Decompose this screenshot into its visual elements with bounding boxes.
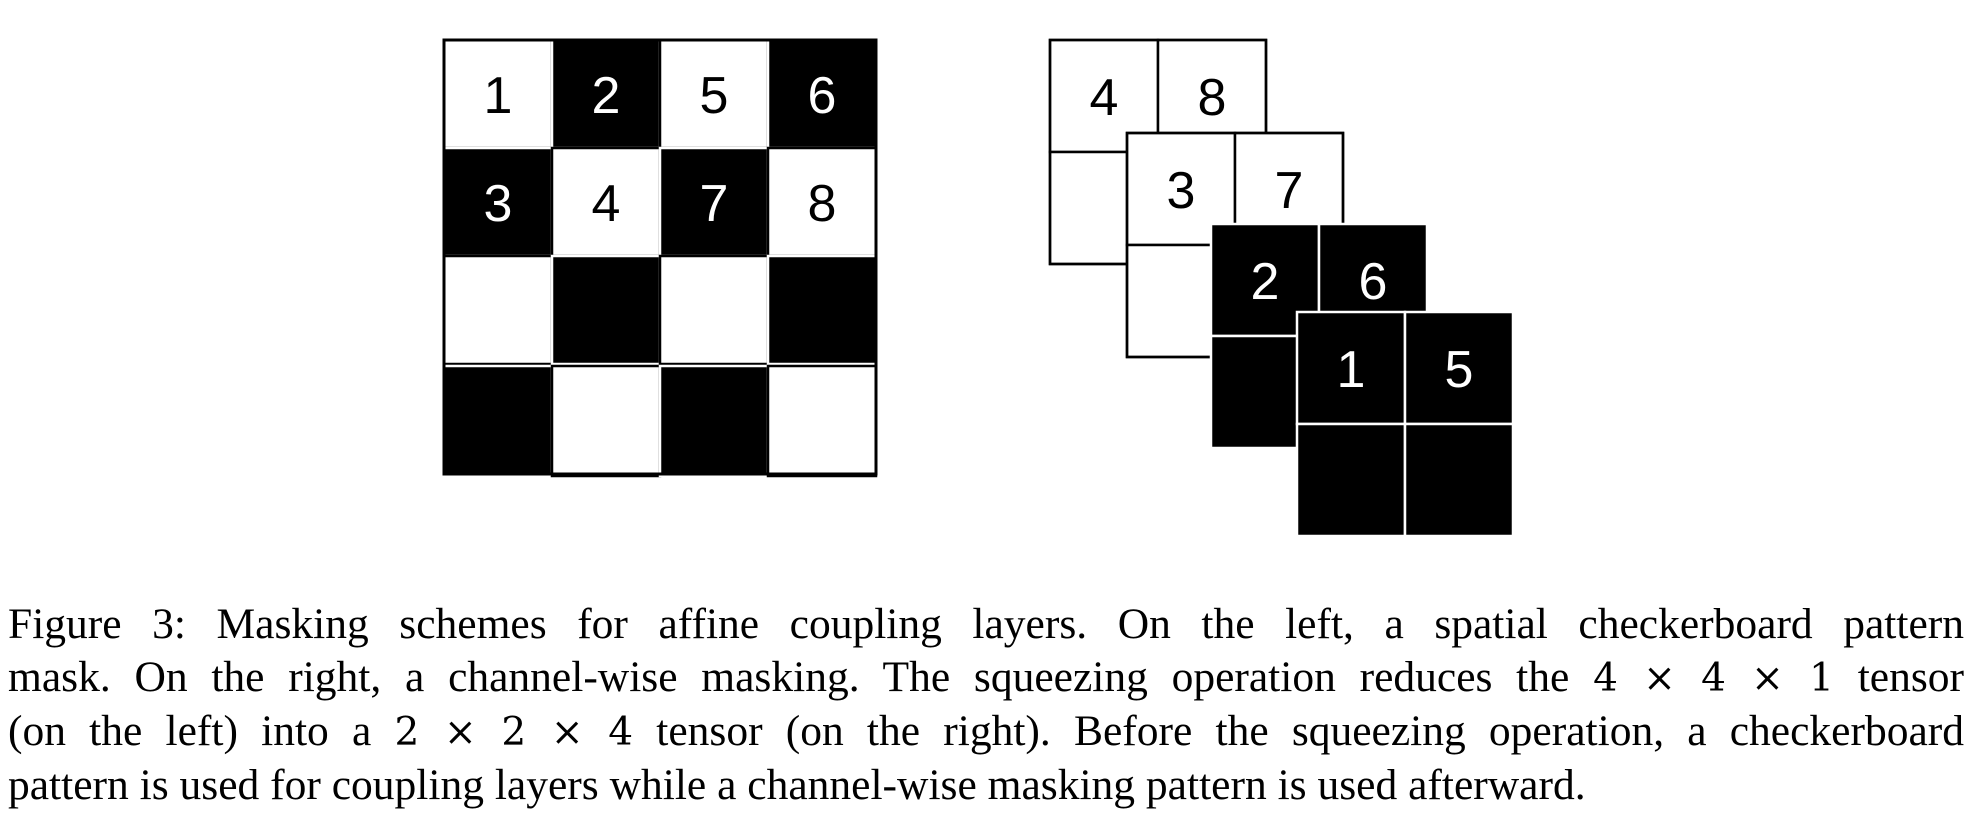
checker-cell-r1-c3-label: 5 bbox=[700, 67, 729, 125]
caption-line-3: (on the left) into a 2 × 2 × 4 tensor (o… bbox=[8, 705, 1964, 759]
checker-cell-r2-c1-label: 3 bbox=[484, 175, 513, 233]
channel-1-cell-1-label: 4 bbox=[1090, 69, 1119, 127]
channel-3-cell-1-label: 2 bbox=[1251, 253, 1280, 311]
checker-cell-r2-c4 bbox=[766, 146, 878, 258]
checker-cell-r3-c4 bbox=[766, 254, 878, 366]
channel-4-cell-1 bbox=[1295, 310, 1407, 426]
tensor-shape-4x4x1: 4 × 4 × 1 bbox=[1593, 656, 1834, 701]
checker-cell-r3-c1 bbox=[442, 254, 554, 366]
checker-cell-r1-c2 bbox=[550, 38, 662, 150]
checker-cell-r2-c3-label: 7 bbox=[700, 175, 729, 233]
spatial-checkerboard-mask: 1 2 5 6 3 4 7 8 bbox=[442, 38, 878, 478]
checkerboard-border bbox=[442, 38, 878, 476]
checker-cell-r4-c4 bbox=[766, 364, 878, 478]
caption-text: tensor bbox=[1857, 653, 1965, 701]
checker-cell-r2-c4-label: 8 bbox=[808, 175, 837, 233]
channel-4-cell-1-label: 1 bbox=[1337, 341, 1366, 399]
channel-3-cell-2-label: 6 bbox=[1359, 253, 1388, 311]
caption-line-1: Figure 3: Masking schemes for affine cou… bbox=[8, 600, 1964, 648]
channel-1-cell-2-label: 8 bbox=[1198, 69, 1227, 127]
checker-cell-r1-c4-label: 6 bbox=[808, 67, 837, 125]
checker-cell-r2-c2-label: 4 bbox=[592, 175, 621, 233]
caption-text: tensor (on the right). Before the squeez… bbox=[656, 707, 1965, 755]
tensor-shape-2x2x4: 2 × 2 × 4 bbox=[394, 710, 634, 755]
checker-cell-r2-c2 bbox=[550, 146, 662, 258]
channel-4-cell-2-label: 5 bbox=[1445, 341, 1474, 399]
channel-4-cell-3 bbox=[1295, 422, 1407, 538]
checker-cell-r3-c3 bbox=[658, 254, 770, 366]
checker-cell-r4-c3 bbox=[658, 364, 770, 478]
caption-text: (on the left) into a bbox=[8, 707, 372, 755]
checker-cell-r1-c2-label: 2 bbox=[592, 67, 621, 125]
checker-cell-r4-c1 bbox=[442, 364, 554, 478]
caption-line-2: mask. On the right, a channel-wise maski… bbox=[8, 651, 1964, 705]
channel-4-cell-2 bbox=[1403, 310, 1515, 426]
caption-line-4: pattern is used for coupling layers whil… bbox=[8, 761, 1586, 809]
channel-2-cell-2-label: 7 bbox=[1275, 162, 1304, 220]
checker-cell-r3-c2 bbox=[550, 254, 662, 366]
checker-cell-r1-c1 bbox=[442, 38, 554, 150]
figure-caption: Figure 3: Masking schemes for affine cou… bbox=[8, 598, 1964, 812]
channel-2-cell-1-label: 3 bbox=[1167, 162, 1196, 220]
checker-cell-r1-c1-label: 1 bbox=[484, 67, 513, 125]
channel-4-cell-4 bbox=[1403, 422, 1515, 538]
checker-cell-r4-c2 bbox=[550, 364, 662, 478]
caption-text: mask. On the right, a channel-wise maski… bbox=[8, 653, 1570, 701]
